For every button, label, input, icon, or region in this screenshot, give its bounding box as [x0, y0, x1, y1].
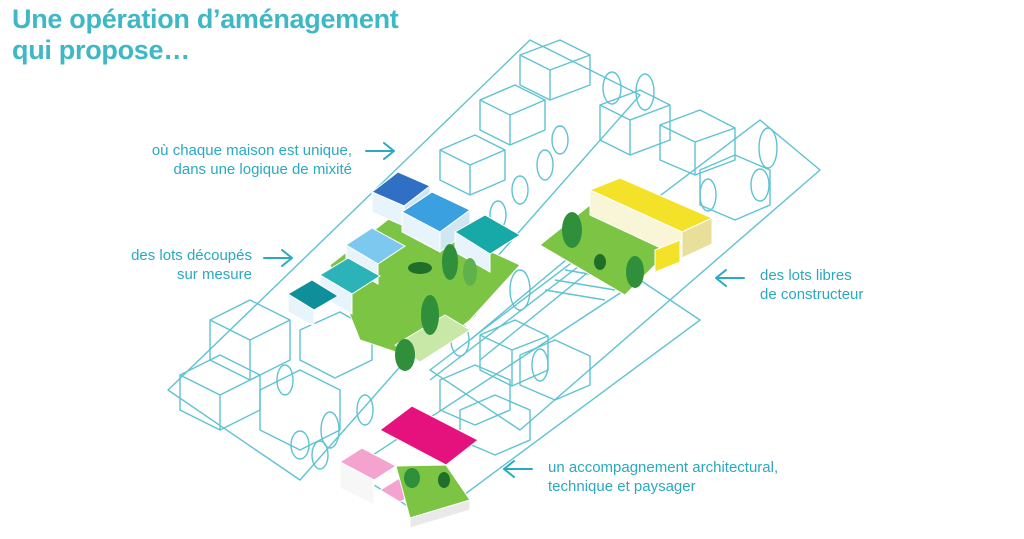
accompanied-house-colored: [339, 405, 479, 529]
annotation-support: un accompagnement architectural, techniq…: [548, 458, 778, 496]
free-lots-trees: [562, 212, 644, 288]
annotation-custom-lots-line2: sur mesure: [176, 266, 252, 283]
title-line-2: qui propose…: [12, 35, 190, 65]
annotation-unique-houses-line1: où chaque maison est unique,: [151, 142, 352, 159]
arrow-right-icon: [365, 142, 395, 160]
title-line-1: Une opération d’aménagement: [12, 4, 399, 34]
accompanied-house-trees: [404, 468, 450, 488]
annotation-custom-lots-line1: des lots découpés: [131, 247, 252, 264]
annotation-free-lots-line1: des lots libres: [760, 267, 852, 284]
annotation-unique-houses-line2: dans une logique de mixité: [173, 161, 352, 178]
house-outline: [519, 39, 591, 101]
annotation-custom-lots: des lots découpés sur mesure: [131, 246, 252, 284]
annotation-free-lots-line2: de constructeur: [760, 286, 864, 303]
garden-trees: [395, 244, 477, 371]
arrow-left-icon: [715, 269, 745, 287]
annotation-support-line1: un accompagnement architectural,: [548, 459, 779, 476]
annotation-unique-houses: où chaque maison est unique, dans une lo…: [152, 141, 352, 179]
arrow-left-icon: [503, 460, 533, 478]
annotation-free-lots: des lots libres de constructeur: [760, 266, 863, 304]
arrow-right-icon: [263, 249, 293, 267]
page-title: Une opération d’aménagement qui propose…: [12, 4, 399, 66]
annotation-support-line2: technique et paysager: [548, 478, 696, 495]
